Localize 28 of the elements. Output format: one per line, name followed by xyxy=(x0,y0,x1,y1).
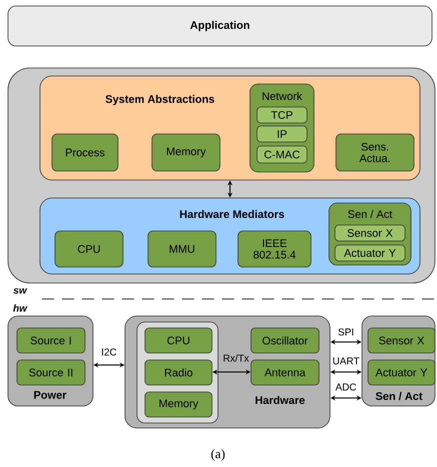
component-box: Actuator Y xyxy=(368,360,436,386)
component-box: Process xyxy=(52,134,118,172)
component-box: C-MAC xyxy=(256,146,308,164)
divider-label: hw xyxy=(13,304,28,312)
component-box: Memory xyxy=(144,392,212,418)
component-box: CPU xyxy=(144,328,212,354)
edge-label: I2C xyxy=(100,348,118,356)
component-box: Source II xyxy=(16,360,86,386)
edge-label: ADC xyxy=(334,382,358,392)
component-box: Source I xyxy=(16,328,86,354)
caption: (a) xyxy=(211,449,225,461)
divider-label: sw xyxy=(13,288,28,294)
component-box: MMU xyxy=(148,230,216,268)
layer-box: Application xyxy=(8,6,432,46)
component-box: Oscillator xyxy=(250,328,320,354)
component-box: CPU xyxy=(54,230,124,268)
component-box: Sensor X xyxy=(368,328,436,354)
edge-label: UART xyxy=(332,357,360,365)
component-box: Radio xyxy=(144,360,212,386)
edge-label: SPI xyxy=(337,328,355,336)
component-box: IP xyxy=(256,126,308,142)
component-box: TCP xyxy=(256,106,308,124)
component-box: Actuator Y xyxy=(334,244,406,262)
component-box: IEEE 802.15.4 xyxy=(238,230,312,268)
component-box: Memory xyxy=(152,134,220,172)
component-box: Antenna xyxy=(250,360,320,386)
component-box: Sens. Actua. xyxy=(336,134,414,172)
component-box: Sensor X xyxy=(334,224,406,242)
